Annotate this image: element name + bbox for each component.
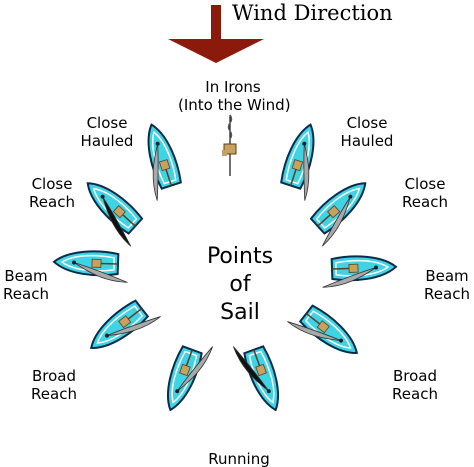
center-title-line2: of [229,272,251,297]
label-in-irons-line2: (Into the Wind) [178,96,291,114]
label-close-hauled-left-line1: Close [86,114,128,132]
label-in-irons: In Irons (Into the Wind) [178,78,291,114]
sailboat-broad-reach-left [89,299,161,349]
boats-layer [52,123,398,412]
label-beam-reach-left: Beam Reach [0,267,52,303]
sailboat-close-hauled-left [147,123,182,201]
label-close-reach-left: Close Reach [22,175,82,211]
label-beam-reach-right-line2: Reach [424,285,470,303]
points-of-sail-title: Points of Sail [190,243,290,327]
sailboat-running-right [233,345,279,412]
label-close-reach-right-line1: Close [404,175,446,193]
label-broad-reach-left-line2: Reach [31,385,77,403]
sailboat-close-reach-right [309,182,367,247]
label-beam-reach-left-line1: Beam [4,267,48,285]
label-broad-reach-left-line1: Broad [31,367,77,385]
label-broad-reach-right-line1: Broad [392,367,438,385]
label-close-reach-left-line2: Reach [29,193,75,211]
sailboat-beam-reach-left [52,250,128,283]
label-beam-reach-right-line1: Beam [425,267,469,285]
label-running-line1: Running [208,450,270,467]
center-title-line3: Sail [220,300,260,325]
wind-arrow-icon [168,5,264,63]
wind-direction-title: Wind Direction [232,1,393,25]
label-broad-reach-left: Broad Reach [24,367,84,403]
label-broad-reach-right-line2: Reach [392,385,438,403]
center-title-line1: Points [206,244,274,269]
label-close-reach-right: Close Reach [395,175,455,211]
label-close-hauled-right: Close Hauled [332,114,402,150]
label-running: Running [194,450,284,467]
label-close-hauled-right-line2: Hauled [340,132,394,150]
label-close-reach-left-line1: Close [31,175,73,193]
sailboat-broad-reach-right [287,304,359,354]
label-close-hauled-left-line2: Hauled [80,132,134,150]
label-broad-reach-right: Broad Reach [385,367,445,403]
sailboat-close-reach-left [86,182,144,247]
sailboat-beam-reach-right [322,255,398,288]
in-irons-boat [222,114,237,176]
sailboat-running-left [167,345,213,412]
label-close-hauled-right-line1: Close [346,114,388,132]
label-beam-reach-right: Beam Reach [420,267,474,303]
label-beam-reach-left-line2: Reach [3,285,49,303]
label-close-hauled-left: Close Hauled [72,114,142,150]
sailboat-close-hauled-right [280,123,315,201]
label-in-irons-line1: In Irons [205,78,261,96]
label-close-reach-right-line2: Reach [402,193,448,211]
